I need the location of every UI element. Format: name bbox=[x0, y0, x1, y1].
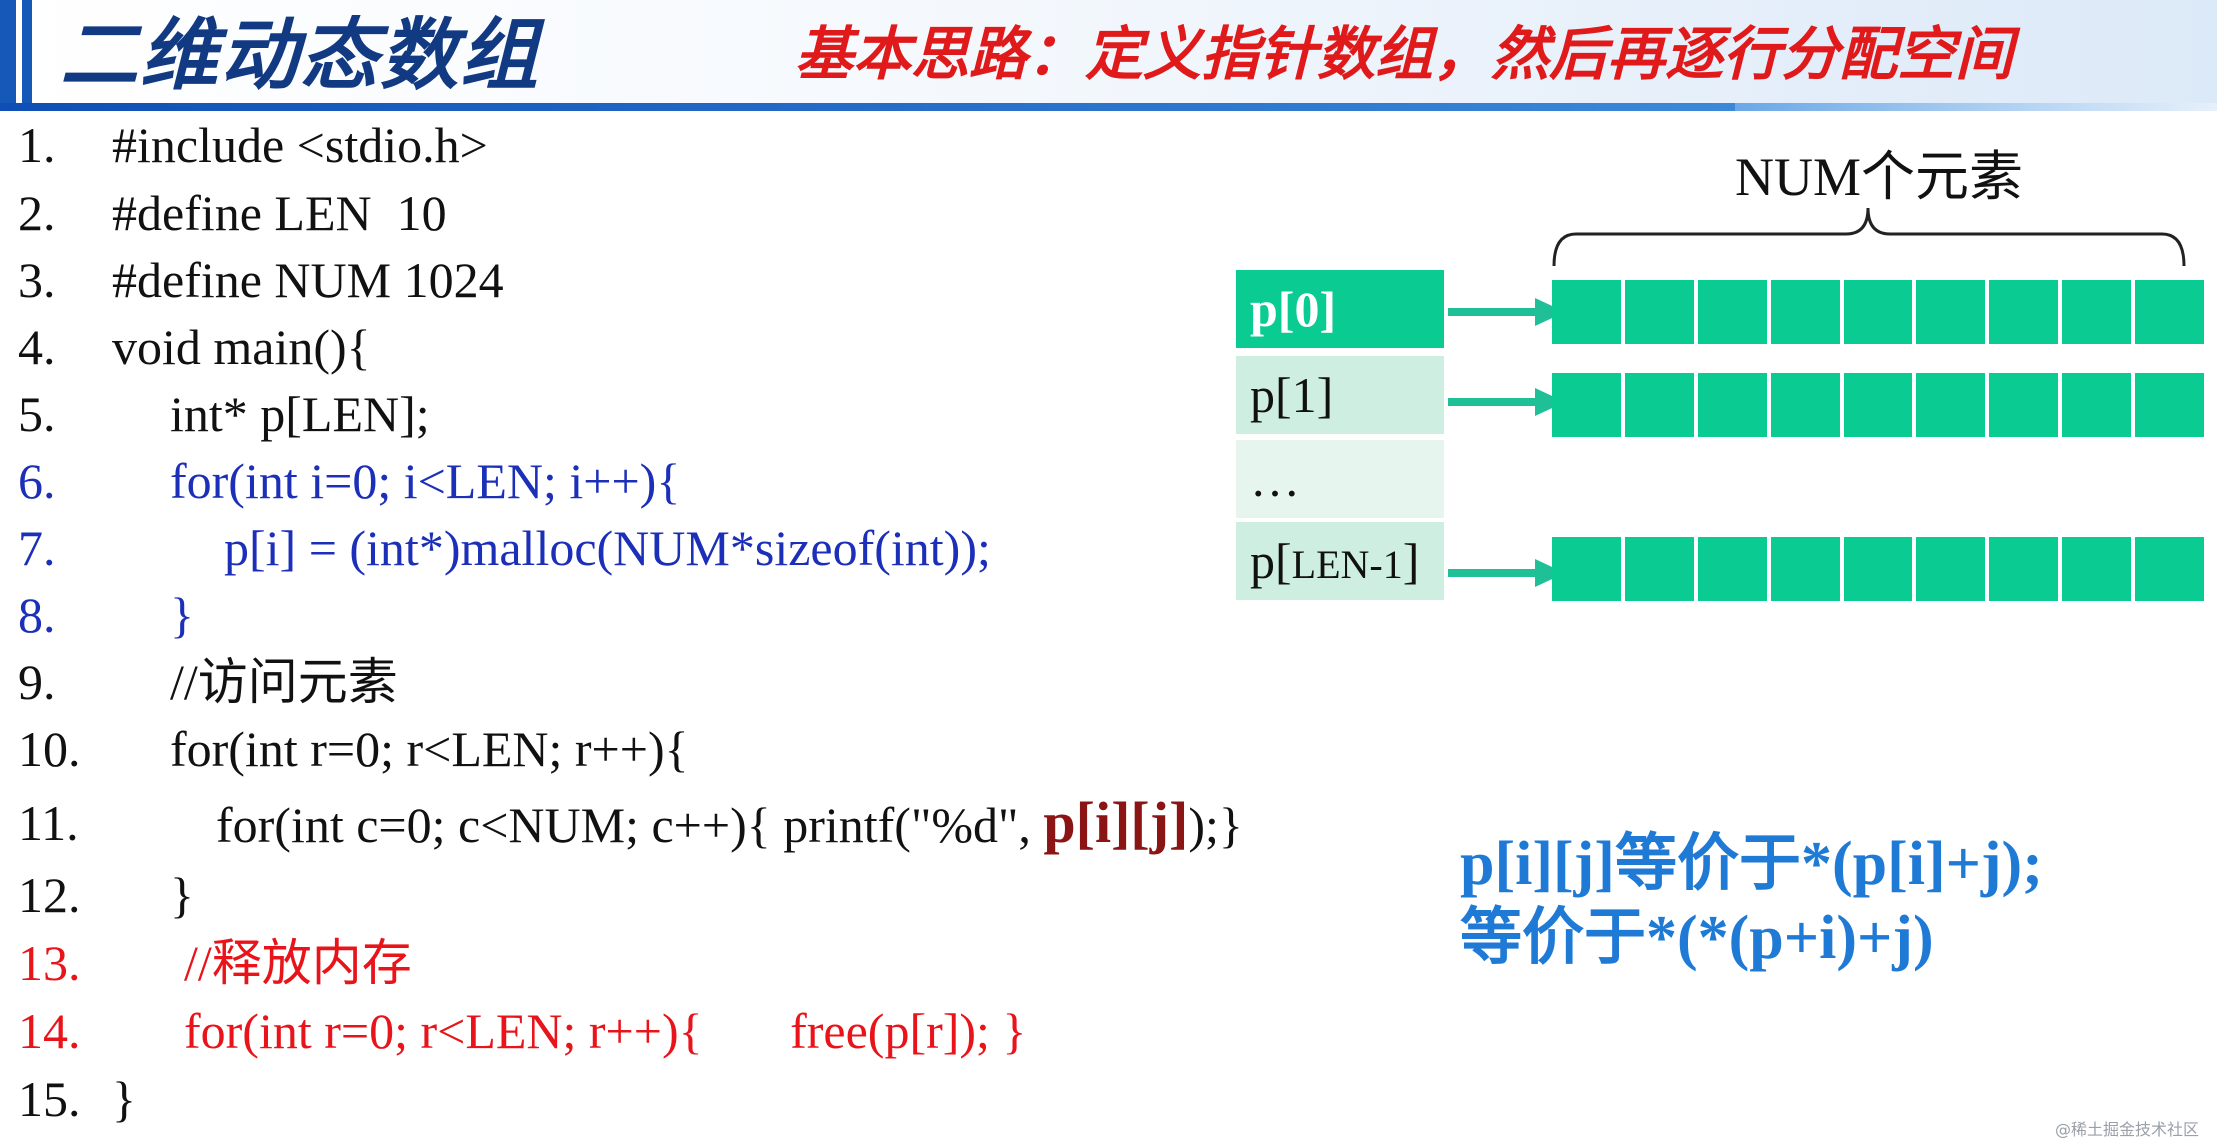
code-text: for(int i=0; i<LEN; i++){ bbox=[170, 453, 681, 509]
pointer-label-suffix: ] bbox=[1402, 533, 1420, 589]
header-underline-fade bbox=[1735, 103, 2217, 111]
pointer-label-prefix: p[ bbox=[1250, 533, 1292, 589]
code-text: for(int c=0; c<NUM; c++){ printf("%d", p… bbox=[216, 790, 1243, 858]
array-element-cell bbox=[1843, 373, 1913, 437]
line-number: 15. bbox=[18, 1071, 81, 1127]
array-element-cell bbox=[1624, 537, 1694, 601]
array-element-cell bbox=[2062, 280, 2132, 344]
code-text: } bbox=[112, 1071, 136, 1127]
code-text-before: for(int c=0; c<NUM; c++){ printf("%d", bbox=[216, 797, 1044, 853]
line-number: 1. bbox=[18, 117, 56, 173]
equivalence-line-2: 等价于*(*(p+i)+j) bbox=[1460, 904, 1934, 972]
code-text: #define NUM 1024 bbox=[112, 252, 504, 308]
array-element-cell bbox=[1770, 373, 1840, 437]
pointer-arrow bbox=[1448, 398, 1540, 406]
slide-subtitle: 基本思路：定义指针数组，然后再逐行分配空间 bbox=[795, 20, 2014, 88]
array-element-cell bbox=[1770, 537, 1840, 601]
brace-label: NUM个元素 bbox=[1735, 147, 2024, 207]
code-text: void main(){ bbox=[112, 319, 371, 375]
array-element-cell bbox=[2135, 280, 2205, 344]
code-text: #include <stdio.h> bbox=[112, 117, 488, 173]
code-text: for(int r=0; r<LEN; r++){ free(p[r]); } bbox=[184, 1003, 1027, 1059]
pointer-label-index: LEN-1 bbox=[1291, 542, 1403, 587]
pointer-cell-p0: p[0] bbox=[1236, 270, 1444, 348]
highlighted-expression: p[i][j] bbox=[1043, 790, 1189, 855]
line-number: 6. bbox=[18, 453, 56, 509]
array-element-cell bbox=[1624, 280, 1694, 344]
element-row-1 bbox=[1552, 373, 2205, 437]
array-element-cell bbox=[1697, 537, 1767, 601]
array-element-cell bbox=[1552, 280, 1621, 344]
array-element-cell bbox=[1697, 373, 1767, 437]
pointer-cell-p1: p[1] bbox=[1236, 356, 1444, 434]
array-element-cell bbox=[1916, 280, 1986, 344]
line-number: 3. bbox=[18, 252, 56, 308]
code-text-after: );} bbox=[1188, 797, 1243, 853]
code-text: } bbox=[170, 867, 194, 923]
array-element-cell bbox=[2135, 537, 2205, 601]
array-element-cell bbox=[2062, 373, 2132, 437]
array-element-cell bbox=[1916, 537, 1986, 601]
array-element-cell bbox=[1843, 537, 1913, 601]
slide-title: 二维动态数组 bbox=[60, 11, 541, 101]
header-accent-bar-thin bbox=[22, 0, 32, 108]
array-element-cell bbox=[1843, 280, 1913, 344]
code-text: //释放内存 bbox=[184, 935, 412, 991]
array-element-cell bbox=[1624, 373, 1694, 437]
line-number: 11. bbox=[18, 795, 79, 851]
array-element-cell bbox=[1697, 280, 1767, 344]
code-text: //访问元素 bbox=[170, 654, 398, 710]
code-text: int* p[LEN]; bbox=[170, 386, 430, 442]
array-element-cell bbox=[1916, 373, 1986, 437]
code-text: for(int r=0; r<LEN; r++){ bbox=[170, 721, 689, 777]
line-number: 8. bbox=[18, 587, 56, 643]
array-element-cell bbox=[1989, 537, 2059, 601]
array-element-cell bbox=[1989, 280, 2059, 344]
pointer-arrow bbox=[1448, 569, 1540, 577]
line-number: 13. bbox=[18, 935, 81, 991]
pointer-cell-last: p[LEN-1] bbox=[1236, 522, 1444, 600]
line-number: 4. bbox=[18, 319, 56, 375]
pointer-cell-ellipsis: … bbox=[1236, 440, 1444, 518]
brace-icon bbox=[1552, 207, 2186, 267]
line-number: 2. bbox=[18, 185, 56, 241]
watermark: @稀土掘金技术社区 bbox=[2054, 1120, 2199, 1139]
array-element-cell bbox=[2062, 537, 2132, 601]
line-number: 12. bbox=[18, 867, 81, 923]
array-element-cell bbox=[1989, 373, 2059, 437]
code-text: } bbox=[170, 587, 194, 643]
line-number: 10. bbox=[18, 721, 81, 777]
line-number: 7. bbox=[18, 520, 56, 576]
array-element-cell bbox=[1770, 280, 1840, 344]
line-number: 14. bbox=[18, 1003, 81, 1059]
pointer-arrow bbox=[1448, 308, 1540, 316]
header-underline bbox=[0, 103, 1735, 111]
array-element-cell bbox=[2135, 373, 2205, 437]
line-number: 5. bbox=[18, 386, 56, 442]
code-text: #define LEN 10 bbox=[112, 185, 447, 241]
code-text: p[i] = (int*)malloc(NUM*sizeof(int)); bbox=[224, 520, 991, 576]
element-row-last bbox=[1552, 537, 2205, 601]
slide-header: 二维动态数组 基本思路：定义指针数组，然后再逐行分配空间 bbox=[0, 0, 2217, 111]
equivalence-line-1: p[i][j]等价于*(p[i]+j); bbox=[1460, 830, 2043, 898]
header-accent-bar bbox=[0, 0, 16, 108]
array-element-cell bbox=[1552, 537, 1621, 601]
element-row-0 bbox=[1552, 280, 2205, 344]
array-element-cell bbox=[1552, 373, 1621, 437]
line-number: 9. bbox=[18, 654, 56, 710]
